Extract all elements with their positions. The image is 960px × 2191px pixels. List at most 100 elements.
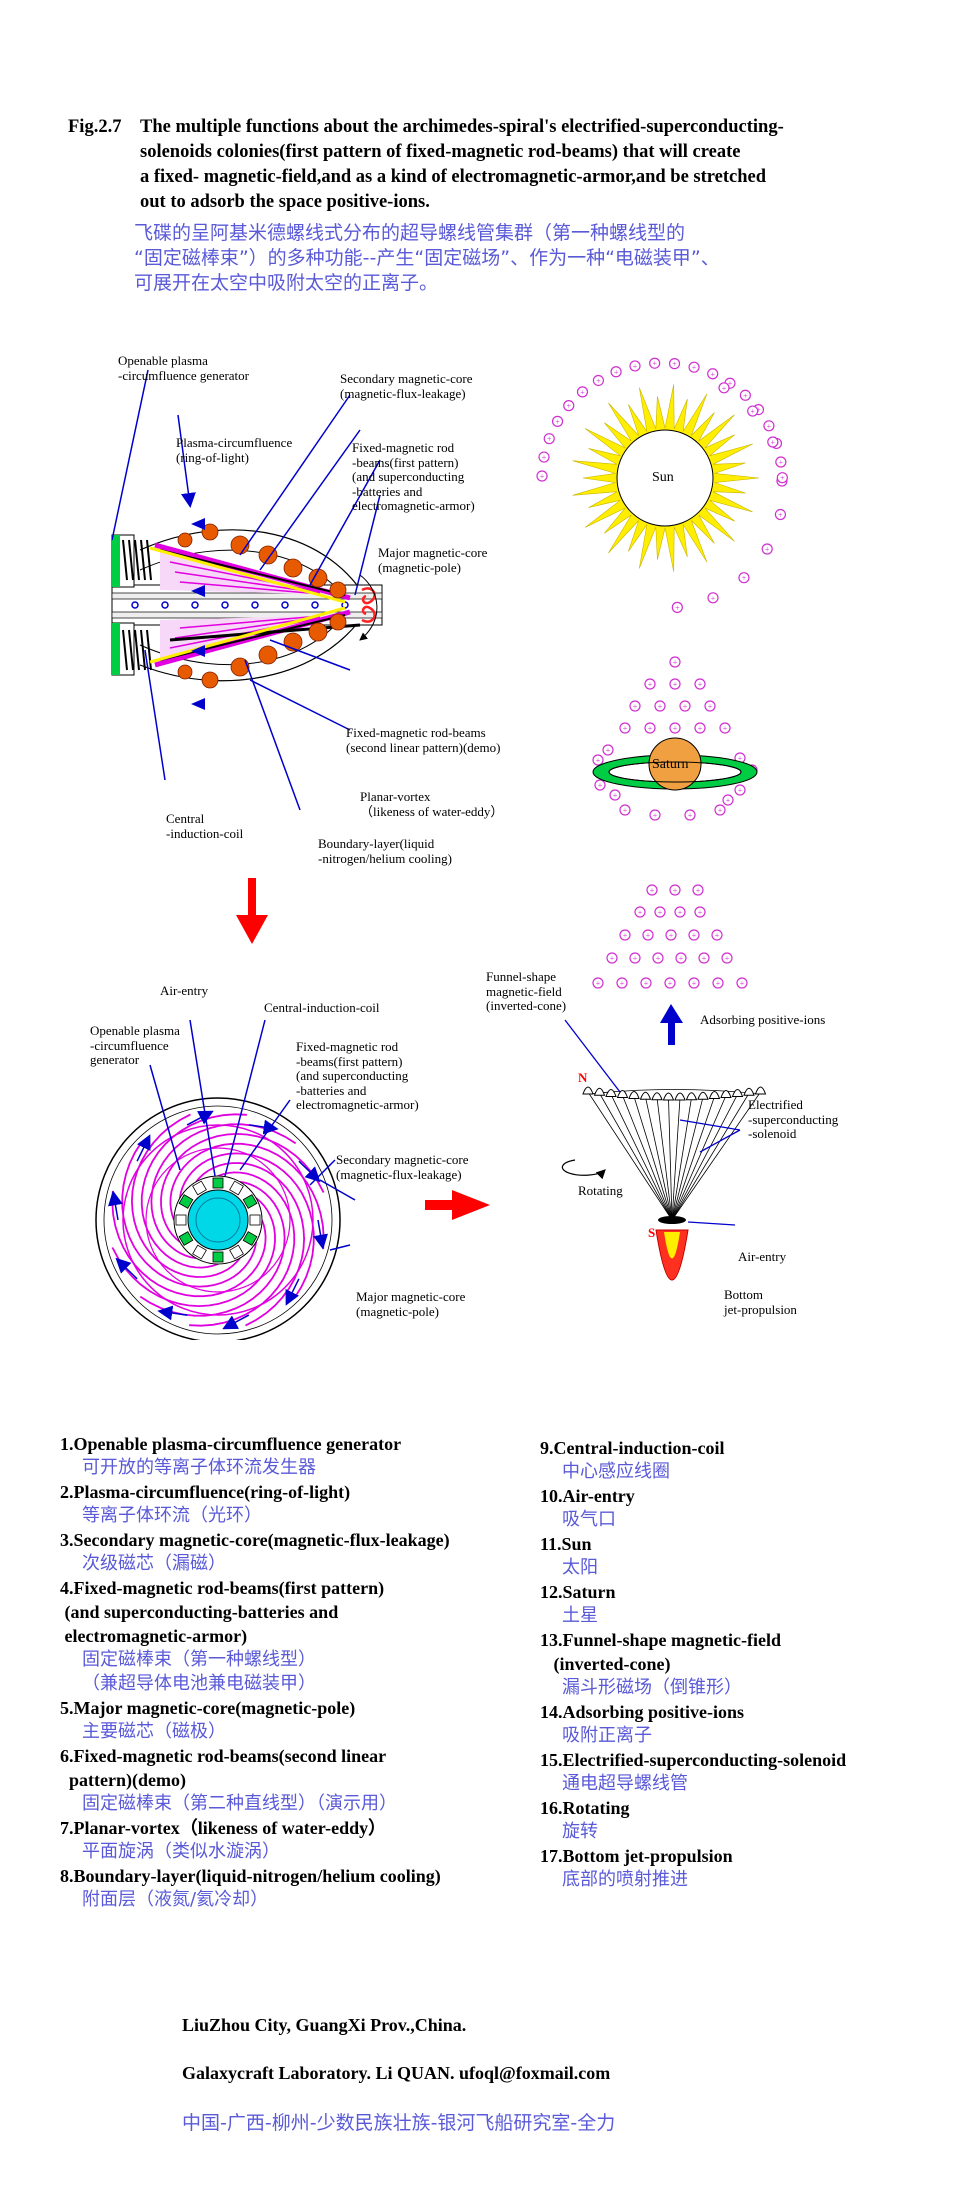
legend-item-en: 1.Openable plasma-circumfluence generato… <box>60 1434 402 1454</box>
positive-ion-icon <box>763 420 775 432</box>
ion-sign: + <box>669 931 674 940</box>
rod-beam-spiral <box>139 1181 286 1317</box>
rod-beam-spiral <box>150 1123 297 1259</box>
ion-sign: + <box>623 806 628 815</box>
label-boundary-layer: Boundary-layer(liquid -nitrogen/helium c… <box>318 836 452 866</box>
positive-ion-icon <box>721 952 733 964</box>
ion-sign: + <box>652 359 657 368</box>
legend-item-cn: 主要磁芯（磁极） <box>82 1721 226 1742</box>
ion-sign: + <box>738 786 743 795</box>
sun-ions: +++++++++++++++++++++++++++++ <box>536 357 788 613</box>
ion-sign: + <box>692 363 697 372</box>
label-rotating: Rotating <box>578 1183 623 1198</box>
ion-sign: + <box>606 746 611 755</box>
positive-ion-icon <box>543 433 555 445</box>
legend-item-cn: 固定磁棒束（第一种螺线型） <box>82 1649 316 1670</box>
positive-ion-icon <box>594 779 606 791</box>
positive-ion-icon <box>629 700 641 712</box>
positive-ion-icon <box>694 906 706 918</box>
ion-sign: + <box>673 886 678 895</box>
ion-sign: + <box>698 724 703 733</box>
label-saturn: Saturn <box>652 757 689 772</box>
label-air-entry-funnel: Air-entry <box>738 1249 787 1264</box>
positive-ion-icon <box>610 366 622 378</box>
ion-sign: + <box>540 472 545 481</box>
ion-sign: + <box>711 594 716 603</box>
footer-chinese: 中国-广西-柳州-少数民族壮族-银河飞船研究室-全力 <box>182 2112 616 2134</box>
label-sun: Sun <box>652 470 674 485</box>
positive-ion-icon <box>707 368 719 380</box>
legend-item-en: 11.Sun <box>540 1534 592 1554</box>
ion-sign: + <box>580 388 585 397</box>
ion-sign: + <box>672 360 677 369</box>
ion-sign: + <box>698 680 703 689</box>
positive-ion-icon <box>538 451 550 463</box>
label-secondary-core-top: Secondary magnetic-core (magnetic-flux-l… <box>336 1152 469 1182</box>
ion-sign: + <box>692 931 697 940</box>
ion-sign: + <box>542 453 547 462</box>
ion-sign: + <box>692 979 697 988</box>
solenoid-loop <box>685 1092 698 1101</box>
legend-item-en: 13.Funnel-shape magnetic-field (inverted… <box>540 1630 781 1674</box>
ion-sign: + <box>673 680 678 689</box>
ion-sign: + <box>765 545 770 554</box>
rod-beam-spiral <box>140 1113 247 1269</box>
positive-ion-icon <box>671 601 683 613</box>
positive-ion-icon <box>714 804 726 816</box>
positive-ion-icon <box>619 804 631 816</box>
ion-sign: + <box>633 362 638 371</box>
legend-item: 7.Planar-vortex（likeness of water-eddy）平… <box>60 1816 540 1864</box>
ion-sign: + <box>679 954 684 963</box>
ion-sign: + <box>708 702 713 711</box>
arrow-down-icon <box>236 878 268 944</box>
legend-item: 13.Funnel-shape magnetic-field (inverted… <box>540 1628 940 1700</box>
positive-ion-icon <box>619 929 631 941</box>
label-fixed-rod-first-top: Fixed-magnetic rod -beams(first pattern)… <box>296 1039 419 1112</box>
diagram-canvas: +++++++++++++++++++++++++++++ ++++++++++… <box>95 357 788 1340</box>
positive-ion-icon <box>563 400 575 412</box>
label-major-core: Major magnetic-core (magnetic-pole) <box>378 545 488 575</box>
label-fixed-rod-first: Fixed-magnetic rod -beams(first pattern)… <box>352 440 475 513</box>
positive-ion-icon <box>609 789 621 801</box>
lower-rod-beams <box>154 609 361 668</box>
positive-ion-icon <box>694 722 706 734</box>
legend-item: 6.Fixed-magnetic rod-beams(second linear… <box>60 1744 540 1816</box>
positive-ion-icon <box>576 386 589 398</box>
ion-sign: + <box>722 384 727 393</box>
solenoid-loop <box>708 1090 721 1099</box>
legend-left: 1.Openable plasma-circumfluence generato… <box>60 1432 540 1912</box>
caption-en-line: The multiple functions about the archime… <box>140 117 784 137</box>
legend-item-cn: 次级磁芯（漏磁） <box>82 1553 226 1574</box>
positive-ion-icon <box>722 794 734 806</box>
positive-ion-icon <box>616 977 628 989</box>
solenoid-loop <box>662 1092 675 1101</box>
legend-item-en: 6.Fixed-magnetic rod-beams(second linear… <box>60 1746 387 1790</box>
label-central-coil: Central -induction-coil <box>166 811 244 841</box>
ion-sign: + <box>596 979 601 988</box>
saturn-icon <box>592 737 758 791</box>
generator-blocks <box>111 534 152 676</box>
top-leaders <box>149 1019 356 1251</box>
positive-ion-icon <box>634 906 646 918</box>
legend-item-cn: 吸附正离子 <box>562 1725 652 1746</box>
ion-sign: + <box>678 908 683 917</box>
positive-ion-icon <box>619 722 631 734</box>
ion-sign: + <box>658 908 663 917</box>
legend-item-cn: 通电超导螺线管 <box>562 1773 688 1794</box>
positive-ion-icon <box>698 952 710 964</box>
ion-sign: + <box>688 811 693 820</box>
legend-item-cn: （兼超导体电池兼电磁装甲） <box>82 1673 316 1694</box>
ion-triangle: +++++++++++++++++++++++++ <box>592 884 748 989</box>
caption-chinese: 飞碟的呈阿基米德螺线式分布的超导螺线管集群（第一种螺线型的 “固定磁棒束”）的多… <box>134 221 954 296</box>
positive-ion-icon <box>738 572 750 584</box>
positive-ion-icon <box>668 358 681 370</box>
ion-sign: + <box>675 603 680 612</box>
legend-item-cn: 太阳 <box>562 1557 598 1578</box>
rod-beam-spiral <box>111 1197 276 1308</box>
positive-ion-icon <box>719 722 731 734</box>
ion-sign: + <box>668 979 673 988</box>
ion-sign: + <box>698 908 703 917</box>
solenoid-loop <box>628 1090 640 1099</box>
